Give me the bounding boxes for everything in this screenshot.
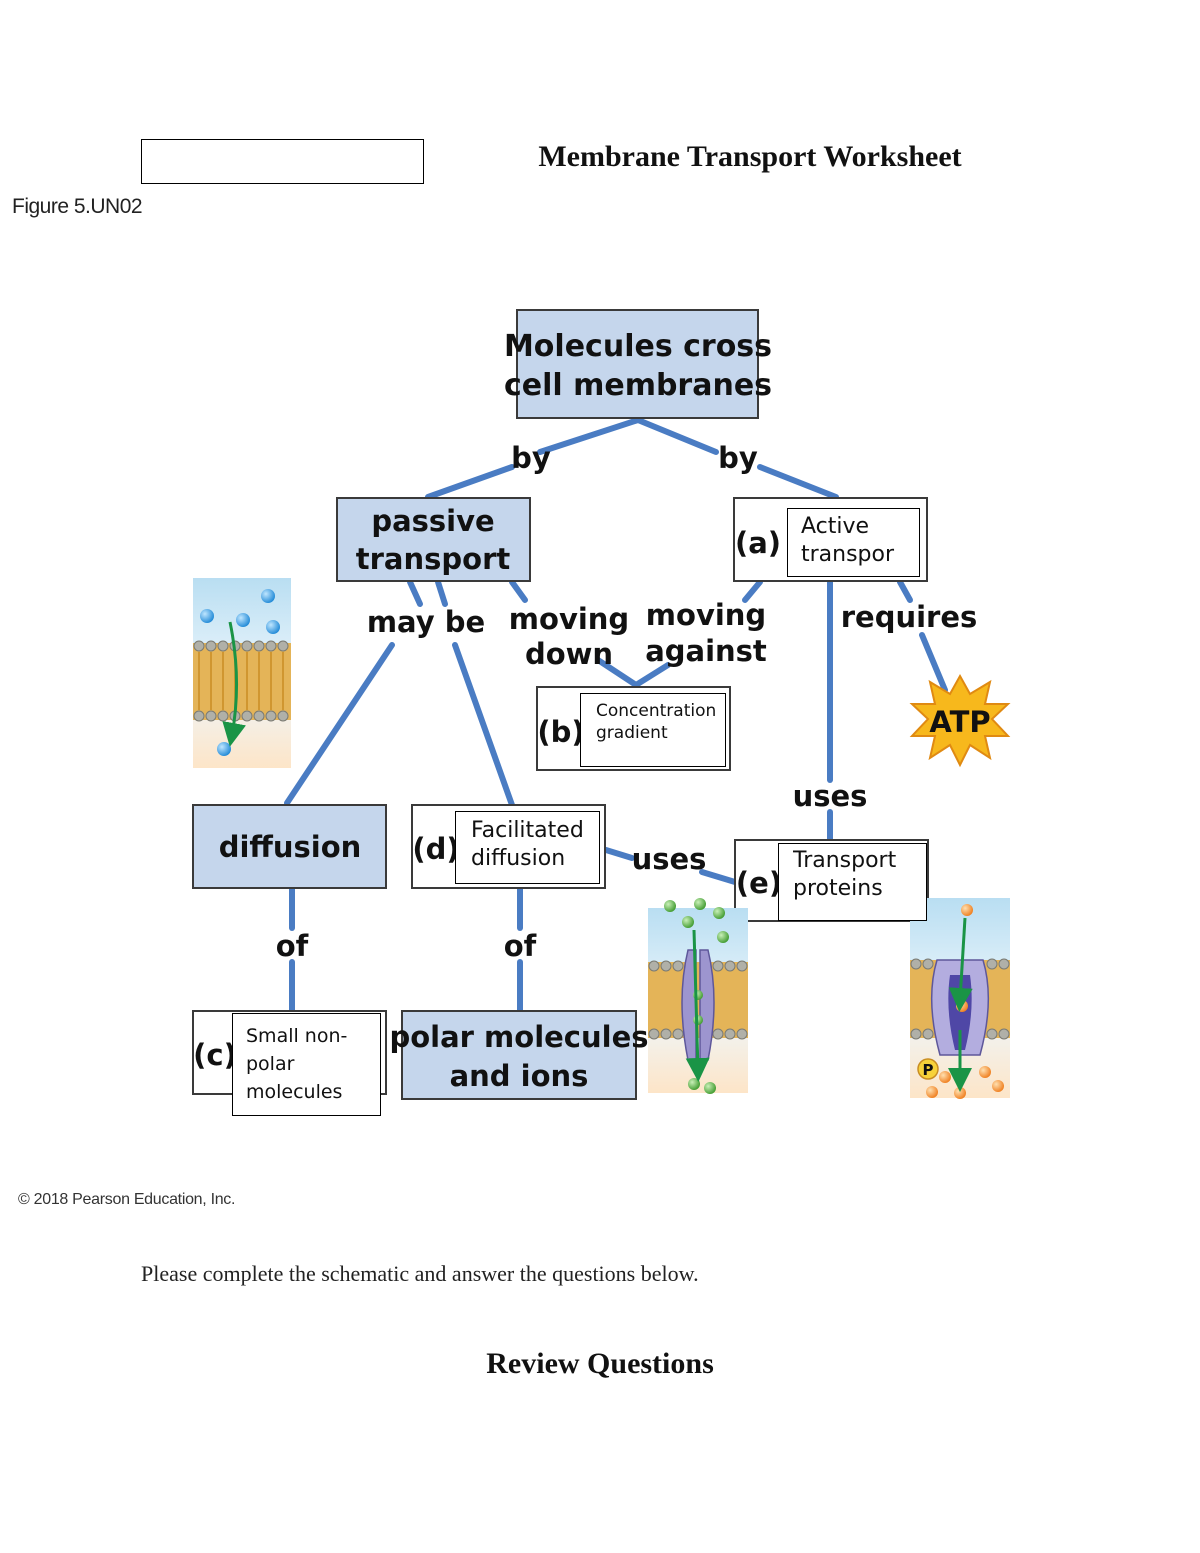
concept-map: Molecules cross cell membranes by by pas… (192, 309, 1011, 1100)
simple-diffusion-illustration (193, 578, 291, 768)
passive-text-line2: transport (356, 542, 511, 576)
passive-text-line1: passive (371, 504, 494, 538)
atp-burst-icon (909, 673, 1011, 768)
phosphate-icon (917, 1058, 939, 1080)
moving-down-line2: down (525, 637, 613, 671)
of-mid-label: of (504, 929, 537, 963)
instructions-text: Please complete the schematic and answer… (141, 1261, 699, 1286)
review-questions-heading: Review Questions (486, 1347, 714, 1380)
root-text-line1: Molecules cross (504, 329, 772, 364)
uses-facilitated-label: uses (632, 842, 707, 876)
polar-molecules-node (401, 1010, 637, 1100)
pump-protein-illustration: P (910, 898, 1010, 1099)
answer-d-text: Facilitated diffusion (471, 818, 584, 871)
root-text-line2: cell membranes (504, 368, 772, 403)
may-be-label: may be (367, 605, 485, 639)
answer-a-text: Active transpor (801, 514, 895, 567)
connector-lines (284, 417, 948, 1015)
answer-box-d[interactable]: Facilitated diffusion (455, 811, 600, 884)
answer-box-b[interactable]: Concentration gradient (580, 693, 726, 767)
moving-against-line1: moving (646, 598, 766, 632)
label-b: (b) (537, 715, 584, 749)
polar-text-line2: and ions (450, 1059, 589, 1093)
name-field[interactable] (141, 139, 424, 184)
of-left-label: of (276, 929, 309, 963)
answer-e-text: Transport proteins (793, 848, 897, 901)
diffusion-label: diffusion (219, 830, 362, 864)
phosphate-label: P (923, 1061, 934, 1079)
by-right-label: by (718, 441, 758, 475)
atp-label: ATP (929, 705, 990, 739)
answer-box-e[interactable]: Transport proteins (778, 843, 927, 921)
by-left-label: by (511, 441, 551, 475)
moving-down-line1: moving (509, 602, 629, 636)
worksheet-title: Membrane Transport Worksheet (538, 140, 962, 173)
requires-label: requires (841, 600, 978, 634)
label-e: (e) (736, 866, 782, 900)
answer-box-a[interactable]: Active transpor (787, 508, 920, 577)
copyright-notice: © 2018 Pearson Education, Inc. (18, 1191, 236, 1208)
moving-against-line2: against (645, 634, 767, 668)
answer-b-text: Concentration gradient (596, 701, 717, 743)
passive-transport-node (336, 497, 531, 582)
channel-protein-illustration (648, 898, 748, 1094)
diffusion-node (192, 804, 387, 889)
label-c: (c) (193, 1038, 237, 1072)
polar-text-line1: polar molecules (389, 1020, 648, 1054)
figure-label: Figure 5.UN02 (12, 195, 143, 218)
root-node (516, 309, 759, 419)
label-d: (d) (412, 832, 459, 866)
uses-active-label: uses (793, 779, 868, 813)
label-a: (a) (735, 526, 781, 560)
answer-c-text: Small non-polar molecules (246, 1025, 348, 1103)
answer-box-c[interactable]: Small non-polar molecules (232, 1013, 381, 1116)
